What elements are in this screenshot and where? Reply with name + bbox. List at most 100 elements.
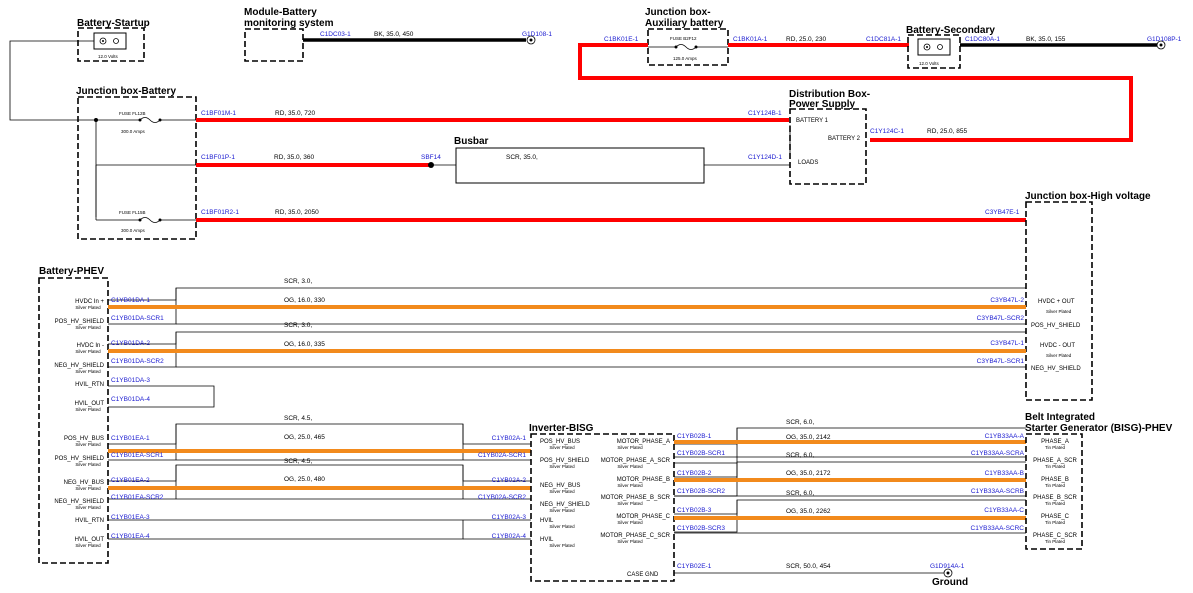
hv-pin-silver: Silver Plated	[1046, 353, 1072, 358]
wire-label-scr-3b: SCR, 3.0,	[284, 322, 312, 329]
connector-c1bf01m: C1BF01M-1	[201, 110, 236, 117]
wire-label-scr-6a: SCR, 6.0,	[786, 419, 814, 426]
inverter-left-pin-plating: Silver Plated	[549, 489, 575, 494]
fuse-fl12b-amps: 300.0 Amps	[121, 129, 146, 134]
battery-phev-pin-label: NEG_HV_SHIELD	[54, 363, 104, 369]
wire-label-bk-155: BK, 35.0, 155	[1026, 36, 1066, 43]
hv-pin-hvdc-plus: HVDC + OUT	[1038, 299, 1075, 305]
junction-box-battery[interactable]: Junction box-Battery FUSE FL12B 300.0 Am…	[76, 86, 197, 240]
connector-c1yb02a-scr2: C1YB02A-SCR2	[478, 494, 526, 501]
battery-phev[interactable]: Battery-PHEV HVDC In +Silver PlatedPOS_H…	[38, 266, 109, 564]
battery-phev-pin-plating: Silver Plated	[75, 325, 101, 330]
fuse-fl15b-icon	[96, 217, 196, 223]
phev-ea-connectors: C1YB01EA-1C1YB01EA-SCR1C1YB01EA-2C1YB01E…	[111, 435, 164, 540]
module-monitor-outline	[244, 28, 304, 62]
busbar[interactable]: Busbar SCR, 35.0,	[454, 136, 705, 184]
connector-c1yb01ea-1: C1YB01EA-1	[111, 435, 150, 442]
battery-phev-pin-label: HVIL_OUT	[75, 401, 105, 407]
junction-aux-title-2: Auxiliary battery	[645, 18, 724, 29]
bisg-pin-label: PHASE_C_SCR	[1033, 533, 1078, 539]
distribution-box[interactable]: Distribution Box- Power Supply BATTERY 1…	[789, 89, 870, 185]
terminal-dot-icon	[102, 40, 104, 42]
connector-c1yb01ea-4: C1YB01EA-4	[111, 533, 150, 540]
wire-label-rd-2050: RD, 35.0, 2050	[275, 209, 319, 216]
connector-c1yb33aa-scrb: C1YB33AA-SCRB	[971, 488, 1024, 495]
connector-c1yb02a-1: C1YB02A-1	[492, 435, 527, 442]
inverter-right-pin-label: MOTOR_PHASE_B_SCR	[601, 495, 671, 501]
hv-right-connectors: C3YB47L-2C3YB47L-SCR2C3YB47L-1C3YB47L-SC…	[977, 297, 1025, 365]
connector-c1yb01da-scr1: C1YB01DA-SCR1	[111, 315, 164, 322]
connector-c1yb02b-scr2: C1YB02B-SCR2	[677, 488, 725, 495]
busbar-title: Busbar	[454, 136, 489, 147]
wire-label-scr-454: SCR, 50.0, 454	[786, 563, 831, 570]
battery-startup-voltage: 12.0 Volts	[98, 54, 119, 59]
connector-c1yb01ea-scr1: C1YB01EA-SCR1	[111, 452, 164, 459]
fuse-dot-icon	[674, 45, 678, 49]
connector-c1yb33aa-scrc: C1YB33AA-SCRC	[971, 525, 1025, 532]
fuse-fl15b-amps: 300.0 Amps	[121, 228, 146, 233]
connector-c1yb02a-3: C1YB02A-3	[492, 514, 527, 521]
fuse-dot-icon	[158, 118, 162, 122]
ground-ring-dot-icon	[946, 571, 950, 575]
module-battery-monitoring[interactable]: Module-Battery monitoring system	[244, 7, 334, 62]
junction-box-high-voltage[interactable]: Junction box-High voltage HVDC + OUT Sil…	[1025, 191, 1151, 401]
battery-secondary-voltage: 12.0 Volts	[919, 61, 940, 66]
connector-c1yb02a-4: C1YB02A-4	[492, 533, 527, 540]
bisg-pin-plating: Tin Plated	[1045, 520, 1066, 525]
fuse-dot-icon	[694, 45, 698, 49]
connector-c1dc80a: C1DC80A-1	[965, 36, 1000, 43]
inverter-left-pin-plating: Silver Plated	[549, 524, 575, 529]
connector-c1yb02b-scr1: C1YB02B-SCR1	[677, 450, 725, 457]
phev-da-connectors: C1YB01DA-1C1YB01DA-SCR1C1YB01DA-2C1YB01D…	[111, 297, 164, 403]
module-monitor-title-2: monitoring system	[244, 18, 334, 29]
junction-battery-title: Junction box-Battery	[76, 86, 176, 97]
fuse-fl15b-label: FUSE FL15B	[119, 210, 146, 215]
battery-phev-pin-plating: Silver Plated	[75, 462, 101, 467]
fuse-dot-icon	[138, 118, 142, 122]
bisg-phev[interactable]: Belt Integrated Starter Generator (BISG)…	[1025, 412, 1173, 550]
fuse-dot-icon	[138, 218, 142, 222]
bisg-outline	[1025, 433, 1083, 550]
battery-phev-pin-plating: Silver Plated	[75, 349, 101, 354]
junction-box-auxiliary[interactable]: Junction box- Auxiliary battery FUSE B2F…	[645, 7, 729, 66]
battery-secondary[interactable]: Battery-Secondary 12.0 Volts	[906, 25, 995, 69]
battery-secondary-terminal	[917, 38, 951, 56]
connector-c3yb47l-1: C3YB47L-1	[990, 340, 1024, 347]
battery-phev-pin-label: HVIL_OUT	[75, 537, 105, 543]
battery-phev-pin-label: HVDC In +	[75, 299, 104, 305]
junction-battery-outline	[77, 96, 197, 240]
connector-c1yb33aa-c: C1YB33AA-C	[984, 507, 1024, 514]
bisg-pin-label: PHASE_C	[1041, 514, 1070, 520]
inverter-left-pin-label: HVIL	[540, 518, 554, 524]
connector-c1yb01ea-2: C1YB01EA-2	[111, 477, 150, 484]
wire-label-rd-360: RD, 35.0, 360	[274, 154, 314, 161]
startup-feed-wire	[9, 40, 94, 121]
connector-c1y124d: C1Y124D-1	[748, 154, 782, 161]
battery-secondary-outline	[907, 34, 961, 69]
connector-c1yb33aa-scra: C1YB33AA-SCRA	[971, 450, 1025, 457]
connector-c1yb01da-scr2: C1YB01DA-SCR2	[111, 358, 164, 365]
red-wire-aux-loop	[578, 43, 1133, 142]
connector-c1bf01p: C1BF01P-1	[201, 154, 235, 161]
hvil-loop-wire	[108, 385, 215, 408]
bisg-pin-plating: Tin Plated	[1045, 464, 1066, 469]
battery-phev-pin-plating: Silver Plated	[75, 369, 101, 374]
shield-wire-scr-6b	[674, 461, 1026, 478]
wire-label-og-465: OG, 25.0, 465	[284, 434, 325, 441]
battery-phev-pin-plating: Silver Plated	[75, 442, 101, 447]
battery-phev-pin-label: HVDC In -	[77, 343, 104, 349]
bisg-pin-plating: Tin Plated	[1045, 445, 1066, 450]
connector-c1yb02e: C1YB02E-1	[677, 563, 712, 570]
hvil-wire-4	[108, 520, 464, 540]
connector-c1bk01e: C1BK01E-1	[604, 36, 639, 43]
battery-startup[interactable]: Battery-Startup 12.0 Volts	[77, 18, 150, 62]
fuse-b2f12-amps: 125.0 Amps	[673, 56, 698, 61]
connector-c1yb01da-2: C1YB01DA-2	[111, 340, 150, 347]
connector-g1d108p: G1D108P-1	[1147, 36, 1182, 43]
wire-label-og-2262: OG, 35.0, 2262	[786, 508, 831, 515]
battery-phev-pin-label: HVIL_RTN	[75, 518, 104, 524]
wire-label-rd-855: RD, 25.0, 855	[927, 128, 967, 135]
connector-c1yb33aa-a: C1YB33AA-A	[985, 433, 1025, 440]
